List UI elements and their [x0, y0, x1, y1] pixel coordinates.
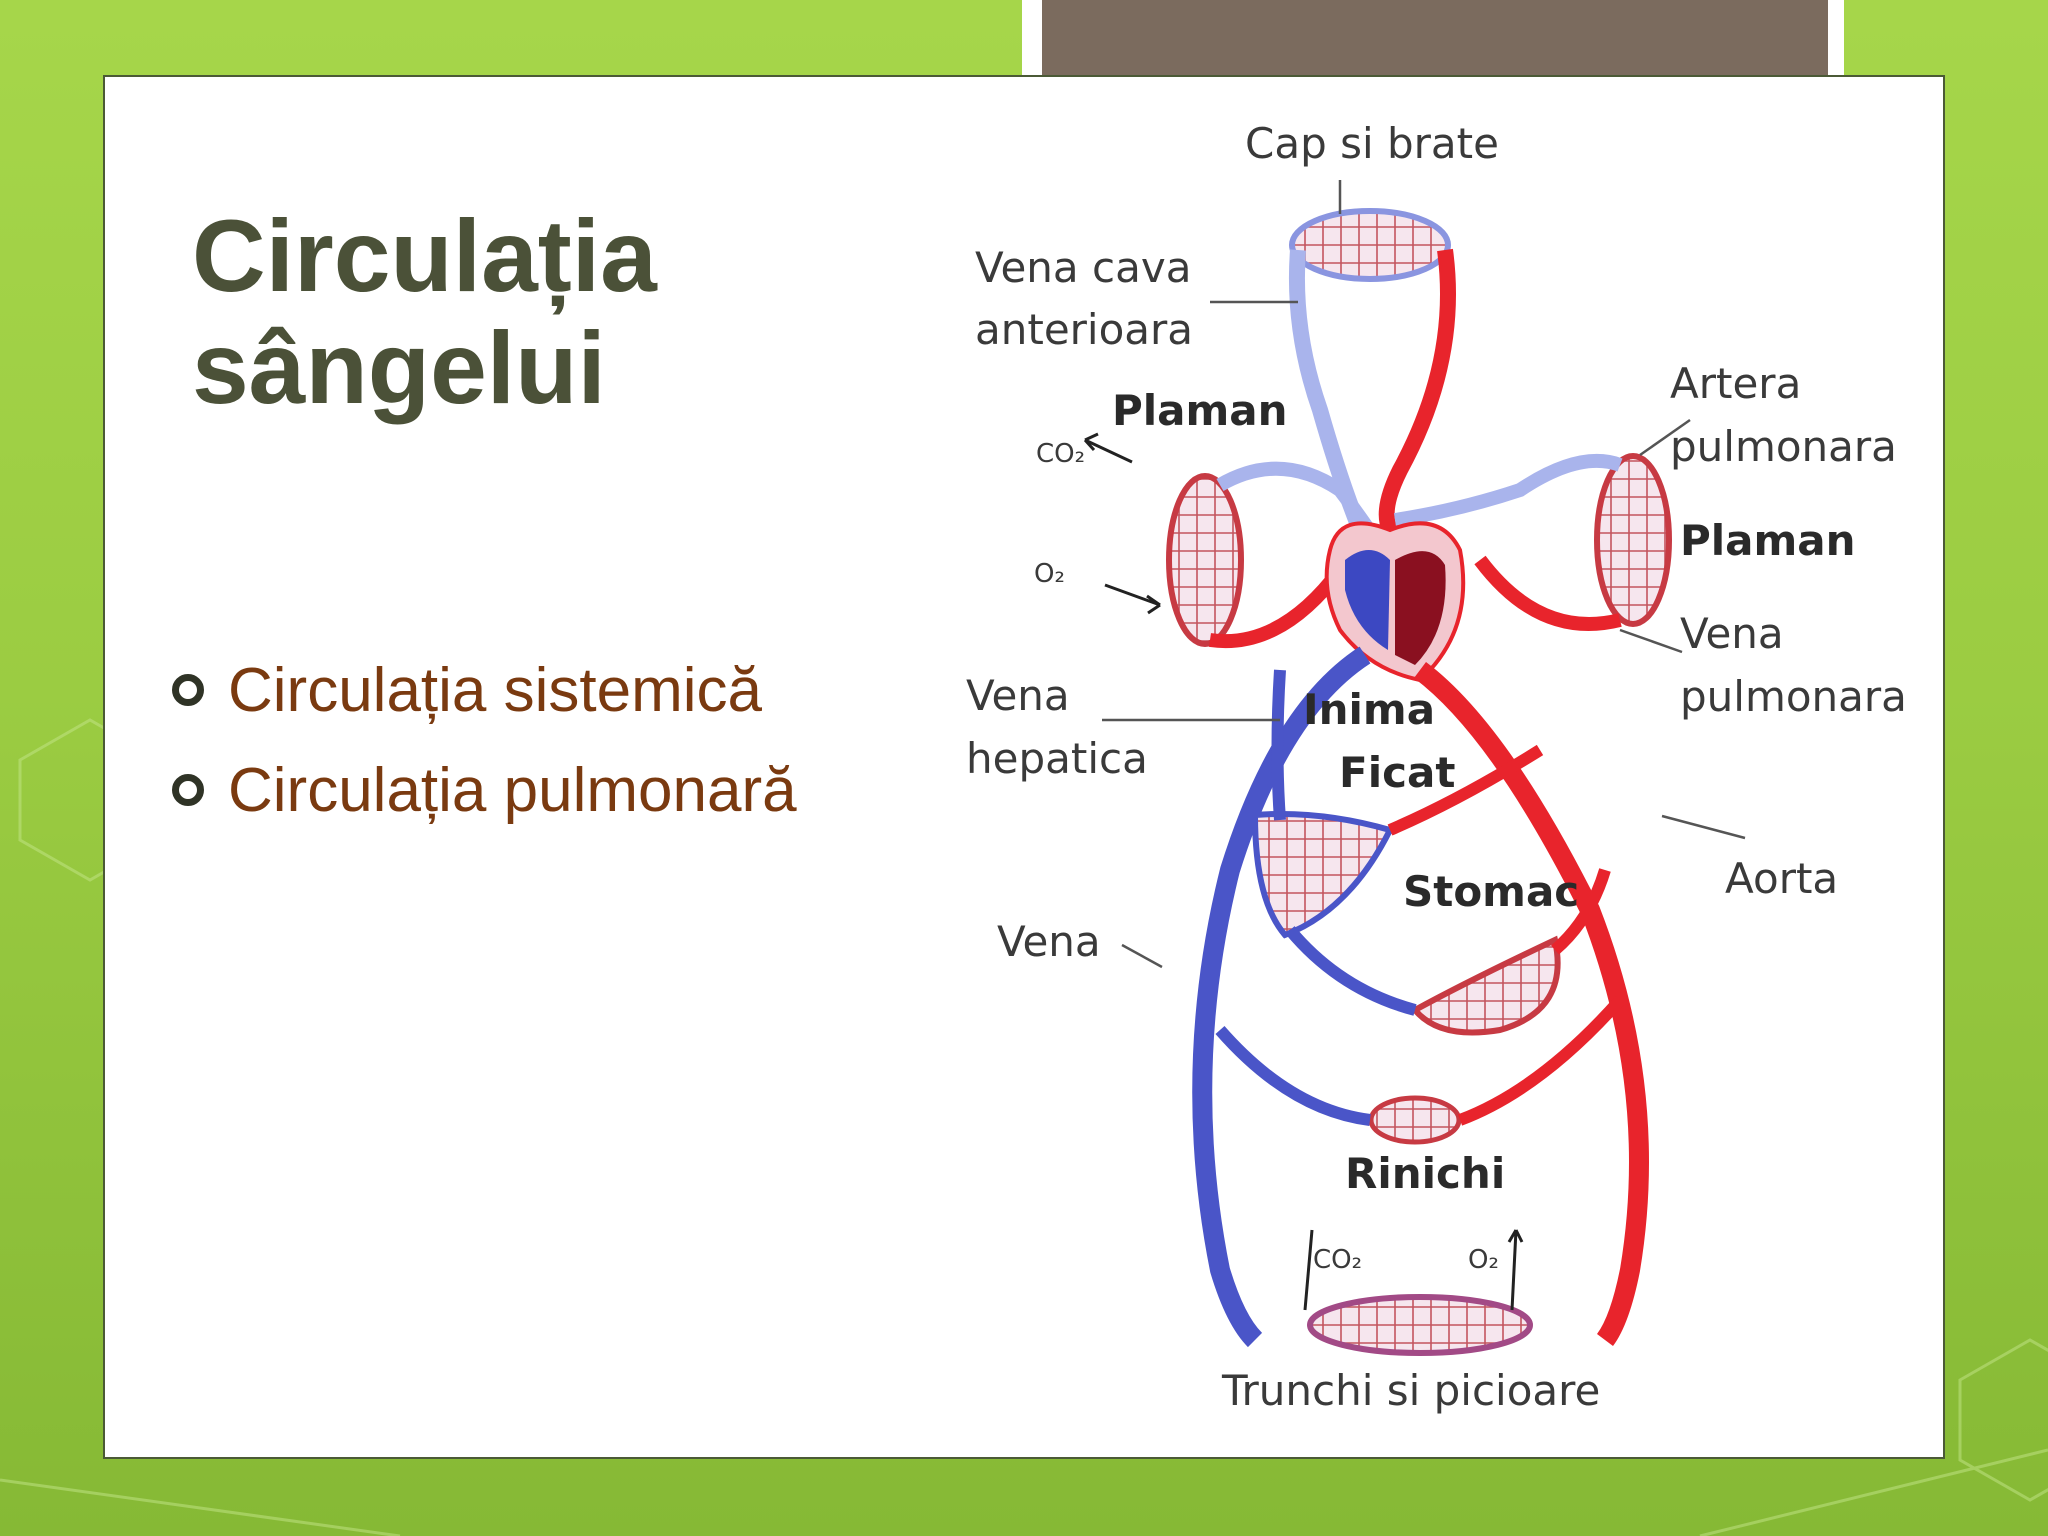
co2-left-arrow [1083, 432, 1133, 464]
label-artera-line1: Artera [1670, 359, 1802, 408]
label-vena-pulmonara-line2: pulmonara [1680, 672, 1907, 721]
head-arms-capillary [1289, 208, 1451, 282]
o2-bottom-arrow [1507, 1229, 1524, 1311]
label-kidney: Rinichi [1345, 1149, 1506, 1198]
label-right-lung: Plaman [1680, 516, 1856, 565]
aorta-vessel [1413, 662, 1649, 1346]
label-o2-bottom: O₂ [1468, 1245, 1499, 1275]
stomach-vein [1285, 926, 1417, 1016]
label-stomach: Stomac [1403, 867, 1580, 916]
label-vena-hepatica-line2: hepatica [966, 734, 1148, 783]
label-vein: Vena [997, 917, 1101, 966]
title-line-2: sângelui [192, 311, 606, 425]
heart-right-side [1345, 550, 1390, 650]
bullet-text: Circulația pulmonară [228, 755, 797, 825]
label-vena-cava-line2: anterioara [975, 305, 1194, 354]
o2-left-arrow [1104, 583, 1161, 615]
stomach-capillary [1410, 935, 1561, 1036]
stomach-artery [1551, 868, 1611, 955]
slide-title: Circulația sângelui [192, 200, 892, 424]
bullet-circle-icon [172, 674, 204, 706]
right-pulmonary-vein [1474, 555, 1622, 631]
label-artera-line2: pulmonara [1670, 422, 1897, 471]
hepatic-vein [1271, 669, 1286, 821]
bullet-list: Circulația sistemică Circulația pulmonar… [172, 640, 797, 840]
vena-leader [1121, 943, 1163, 969]
label-heart: Inima [1303, 685, 1436, 734]
label-co2-bottom: CO₂ [1313, 1245, 1363, 1275]
trunk-legs-capillary [1307, 1294, 1533, 1356]
label-o2-left: O₂ [1034, 559, 1065, 589]
kidney-artery [1457, 996, 1625, 1126]
label-left-lung: Plaman [1112, 386, 1288, 435]
kidney-vein [1215, 1026, 1371, 1126]
liver-capillary [1251, 811, 1395, 939]
label-vena-hepatica-line1: Vena [966, 671, 1070, 720]
co2-bottom-arrow [1303, 1229, 1314, 1311]
label-head-arms: Cap si brate [1245, 119, 1499, 168]
liver-artery [1387, 744, 1544, 836]
left-lung-capillary [1166, 473, 1244, 647]
label-vena-pulmonara-line1: Vena [1680, 609, 1784, 658]
vena-pulmonara-leader [1619, 628, 1683, 654]
title-line-1: Circulația [192, 199, 657, 313]
circulation-diagram: Cap si brate Vena cava anterioara Plaman… [900, 110, 1930, 1450]
bullet-text: Circulația sistemică [228, 655, 763, 725]
label-trunk-legs: Trunchi si picioare [1222, 1366, 1601, 1415]
main-vein-vessel [1192, 646, 1371, 1348]
right-pulmonary-artery [1393, 453, 1623, 527]
label-aorta: Aorta [1725, 854, 1839, 903]
kidney-capillary [1368, 1095, 1462, 1145]
bullet-item: Circulația pulmonară [172, 740, 797, 840]
artera-leader [1639, 418, 1691, 457]
bullet-circle-icon [172, 774, 204, 806]
label-liver: Ficat [1339, 748, 1456, 797]
artery-to-head-vessel [1378, 248, 1456, 534]
bullet-item: Circulația sistemică [172, 640, 797, 740]
label-co2-left: CO₂ [1036, 439, 1086, 469]
heart-left-side [1395, 551, 1446, 665]
label-vena-cava-line1: Vena cava [975, 243, 1192, 292]
circulation-diagram-graphic [1083, 180, 1746, 1356]
aorta-leader [1661, 814, 1746, 840]
right-lung-capillary [1594, 453, 1672, 627]
